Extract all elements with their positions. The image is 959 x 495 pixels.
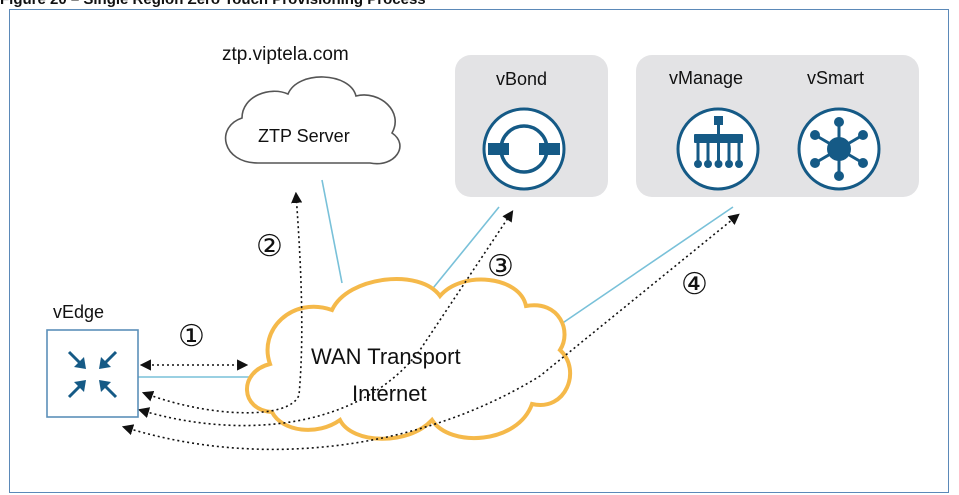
step-4-marker: ④ xyxy=(681,268,708,301)
process-arrows xyxy=(121,191,740,451)
diagram-frame xyxy=(9,9,949,493)
vedge-label: vEdge xyxy=(53,302,104,322)
ztp-server-cloud xyxy=(224,76,401,165)
vsmart-icon xyxy=(797,107,881,191)
step-3-marker: ③ xyxy=(487,250,514,283)
step-2-marker: ② xyxy=(256,230,283,263)
wan-internet-label: Internet xyxy=(352,381,427,406)
vedge-router-box xyxy=(46,329,139,418)
ztp-hostname-label: ztp.viptela.com xyxy=(222,44,349,65)
figure-caption: Figure 20 – Single Region Zero Touch Pro… xyxy=(0,0,426,9)
router-icon xyxy=(67,350,118,399)
ztp-server-label: ZTP Server xyxy=(258,126,350,146)
vbond-label: vBond xyxy=(496,69,547,89)
arrow-step-4 xyxy=(121,213,740,451)
vmanage-label: vManage xyxy=(669,68,743,88)
vsmart-label: vSmart xyxy=(807,68,864,88)
step-1-marker: ① xyxy=(178,320,205,353)
wan-transport-label: WAN Transport xyxy=(311,344,461,369)
vbond-orchestrator-icon xyxy=(482,107,566,191)
vmanage-icon xyxy=(676,107,760,191)
link-ztp-wan xyxy=(321,179,343,284)
